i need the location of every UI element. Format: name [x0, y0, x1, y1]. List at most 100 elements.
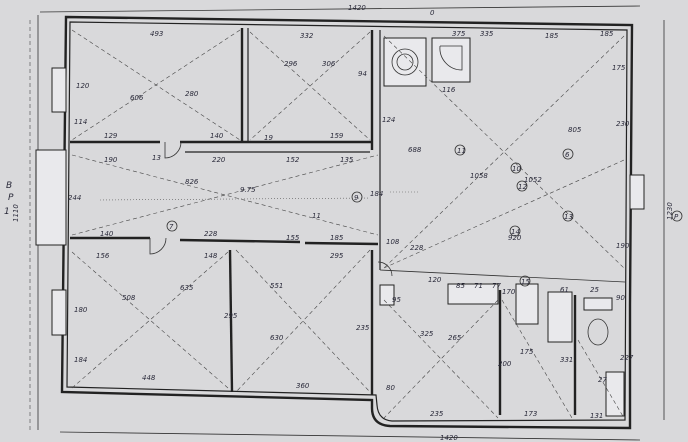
svg-text:7: 7 [169, 223, 174, 231]
svg-text:12: 12 [518, 183, 527, 191]
counter-fixture [447, 283, 499, 305]
svg-text:120: 120 [76, 82, 90, 90]
svg-text:129: 129 [104, 132, 118, 140]
window-left-top [51, 67, 67, 113]
left-marker-b: B [6, 181, 12, 191]
wall-bl-bm [228, 249, 234, 393]
svg-text:296: 296 [284, 60, 298, 68]
svg-text:265: 265 [448, 334, 462, 342]
outer-wall [60, 15, 634, 430]
hall-center-line [99, 197, 371, 201]
svg-text:635: 635 [180, 284, 194, 292]
svg-text:13: 13 [152, 154, 161, 162]
svg-text:108: 108 [386, 238, 400, 246]
svg-text:116: 116 [442, 86, 456, 94]
left-marker-num: 1 [4, 207, 10, 217]
cabinet-fixture [431, 37, 471, 83]
stove-ring-outer [391, 48, 419, 76]
svg-text:1052: 1052 [524, 176, 542, 184]
svg-text:61: 61 [560, 286, 569, 294]
svg-text:295: 295 [224, 312, 238, 320]
svg-text:335: 335 [480, 30, 494, 38]
svg-text:85: 85 [456, 282, 465, 290]
svg-text:228: 228 [410, 244, 424, 252]
bottom-dimension-line [59, 431, 641, 441]
svg-text:140: 140 [100, 230, 114, 238]
svg-text:185: 185 [545, 32, 559, 40]
door-bath [377, 261, 393, 277]
svg-text:13: 13 [564, 213, 573, 221]
svg-text:805: 805 [568, 126, 582, 134]
svg-text:124: 124 [382, 116, 395, 124]
stove-fixture [383, 37, 427, 87]
svg-text:227: 227 [620, 354, 634, 362]
svg-text:19: 19 [264, 134, 273, 142]
svg-text:148: 148 [204, 252, 218, 260]
svg-text:10: 10 [512, 165, 521, 173]
svg-text:551: 551 [270, 282, 283, 290]
svg-text:244: 244 [68, 194, 81, 202]
svg-text:9.75: 9.75 [240, 186, 256, 194]
svg-text:508: 508 [122, 294, 136, 302]
right-axis-marker [671, 210, 683, 222]
cabinet-swing [439, 45, 463, 71]
stove-ring-inner [396, 53, 414, 71]
toilet-fixture [587, 318, 609, 346]
svg-text:375: 375 [452, 30, 466, 38]
svg-text:131: 131 [590, 412, 603, 420]
svg-text:493: 493 [150, 30, 163, 38]
top-overall-dimension: 1420 [348, 4, 366, 12]
svg-text:184: 184 [74, 356, 87, 364]
tall-cabinet-fixture [515, 283, 539, 325]
svg-text:6: 6 [565, 151, 570, 159]
svg-text:25: 25 [590, 286, 599, 294]
bottom-overall-dimension: 1420 [440, 434, 458, 442]
dimension-labels: 493 606 280 120 114 129 140 13 332 296 3… [68, 30, 634, 420]
svg-text:332: 332 [300, 32, 314, 40]
svg-text:159: 159 [330, 132, 344, 140]
svg-text:190: 190 [104, 156, 118, 164]
svg-text:94: 94 [358, 70, 367, 78]
right-axis-label: P [674, 213, 679, 221]
svg-text:220: 220 [212, 156, 226, 164]
svg-text:325: 325 [420, 330, 434, 338]
circled-markers: 11 6 10 12 13 14 15 7 9 [166, 144, 574, 287]
svg-text:185: 185 [330, 234, 344, 242]
top-grid-ref: 0 [430, 9, 435, 17]
svg-text:200: 200 [498, 360, 512, 368]
svg-text:175: 175 [612, 64, 626, 72]
svg-text:80: 80 [386, 384, 395, 392]
svg-text:920: 920 [508, 234, 522, 242]
svg-text:606: 606 [130, 94, 144, 102]
svg-text:14: 14 [511, 228, 520, 236]
top-dimension-line [39, 5, 641, 13]
window-left-bottom [51, 289, 67, 336]
wall-hall-bottom-c [304, 241, 379, 246]
right-height-dimension: 1230 [666, 202, 674, 220]
sink-fixture [547, 291, 573, 343]
svg-text:228: 228 [204, 230, 218, 238]
svg-text:184: 184 [370, 190, 383, 198]
svg-text:170: 170 [502, 288, 516, 296]
svg-text:135: 135 [340, 156, 354, 164]
svg-text:95: 95 [392, 296, 401, 304]
window-right [629, 174, 645, 210]
svg-text:90: 90 [616, 294, 625, 302]
svg-text:1058: 1058 [470, 172, 488, 180]
wall-kitchen-bath [379, 269, 626, 283]
svg-text:280: 280 [185, 90, 199, 98]
wall-hall-bottom-b [179, 238, 301, 244]
svg-text:120: 120 [428, 276, 442, 284]
svg-text:826: 826 [185, 178, 199, 186]
svg-text:173: 173 [524, 410, 537, 418]
svg-text:71: 71 [474, 282, 483, 290]
svg-text:114: 114 [74, 118, 87, 126]
door-bl [149, 237, 167, 255]
svg-text:152: 152 [286, 156, 300, 164]
svg-text:77: 77 [492, 282, 501, 290]
svg-text:235: 235 [356, 324, 370, 332]
toilet-tank [583, 297, 613, 311]
svg-text:156: 156 [96, 252, 110, 260]
